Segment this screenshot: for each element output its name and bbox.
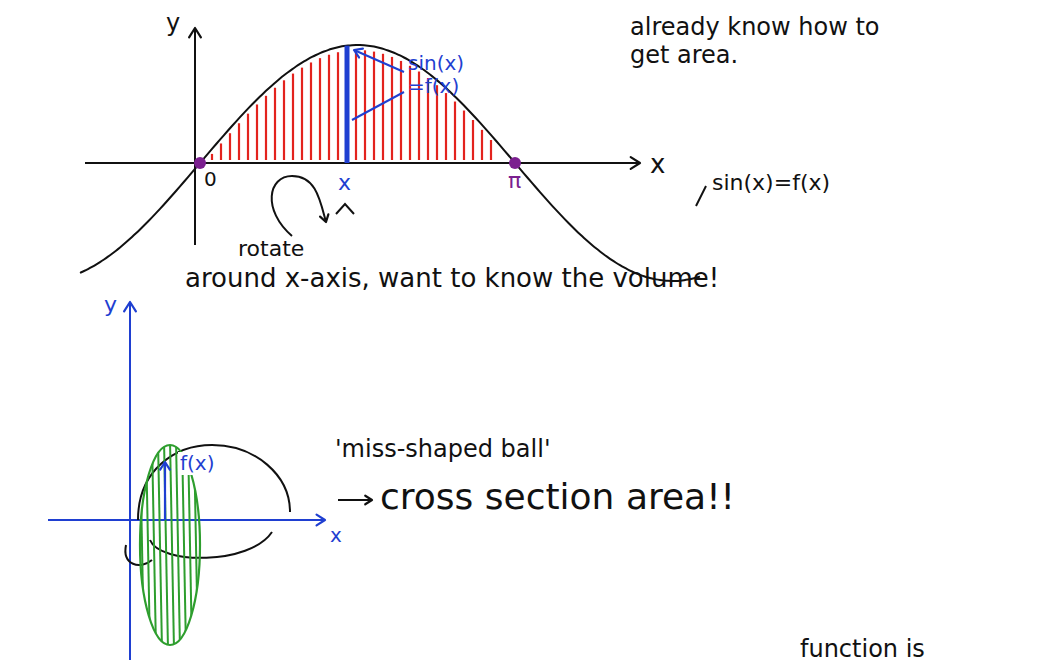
note-text: around x-axis, want to know the volume! [185,264,745,294]
cross-section [140,445,200,645]
pointer-line [352,92,404,120]
caret [336,204,354,214]
area-hatch [364,50,366,160]
area-hatch [472,120,474,160]
note-text: 'miss-shaped ball' [335,436,550,464]
area-hatch [211,154,213,160]
hatch-line [164,440,168,650]
area-hatch [337,52,339,160]
hatch-line [170,440,174,650]
leader-line [696,186,706,206]
ball-outline [138,445,290,520]
drawing-part [80,28,706,281]
ball-outline [150,532,272,558]
value-strip [345,46,350,163]
note-text: sin(x)=f(x) [712,170,830,195]
arrow-head [317,515,325,526]
area-hatch [490,140,492,160]
area-hatch [229,133,231,160]
area-hatch [238,123,240,160]
arrow-head [160,462,170,470]
x-axis [85,162,640,164]
area-hatch [400,61,402,160]
note-text: cross section area!! [380,476,735,517]
arrow-head [631,157,640,169]
hatch-line [152,440,156,650]
area-hatch [373,52,375,160]
note-text: x [650,150,665,180]
arrow-head [320,214,328,222]
area-hatch [328,55,330,160]
root-dot [509,157,521,169]
area-hatch [355,50,357,160]
note-text: function is [800,636,925,664]
x-axis [48,519,325,521]
rotate-loop [272,176,326,236]
area-hatch [292,74,294,160]
radius-arrow [164,462,166,520]
area-hatch [454,102,456,160]
area-hatch [274,88,276,160]
sine-curve [80,45,700,281]
area-hatch [319,58,321,160]
note-text: x [330,524,342,547]
area-hatch [463,111,465,160]
area-hatch [247,114,249,160]
area-hatch [481,130,483,160]
arrow-line [338,499,372,501]
note-text: sin(x) =f(x) [408,52,478,98]
arrow-head [189,28,201,37]
area-hatch [265,96,267,160]
note-text: already know how to get area. [630,14,880,69]
area-hatch [391,57,393,160]
area-hatch [382,54,384,160]
note-text: 0 [204,168,217,191]
note-text: y [104,292,117,317]
area-hatch [220,143,222,160]
hatch-line [158,440,162,650]
arrow-head [124,302,136,311]
note-text: rotate [238,236,304,261]
arrow-head [365,496,372,505]
note-text: π [508,168,521,193]
y-axis [129,302,131,660]
note-text: y [166,10,180,38]
area-hatch [445,93,447,160]
arrow-head [354,49,363,58]
y-axis [194,28,196,245]
area-hatch [310,62,312,160]
area-hatch [301,68,303,160]
area-hatch [283,80,285,160]
note-text: f(x) [178,452,216,475]
note-text: x [338,170,351,195]
drawing-part [48,302,372,660]
pointer-line [354,50,404,72]
area-hatch [256,104,258,160]
